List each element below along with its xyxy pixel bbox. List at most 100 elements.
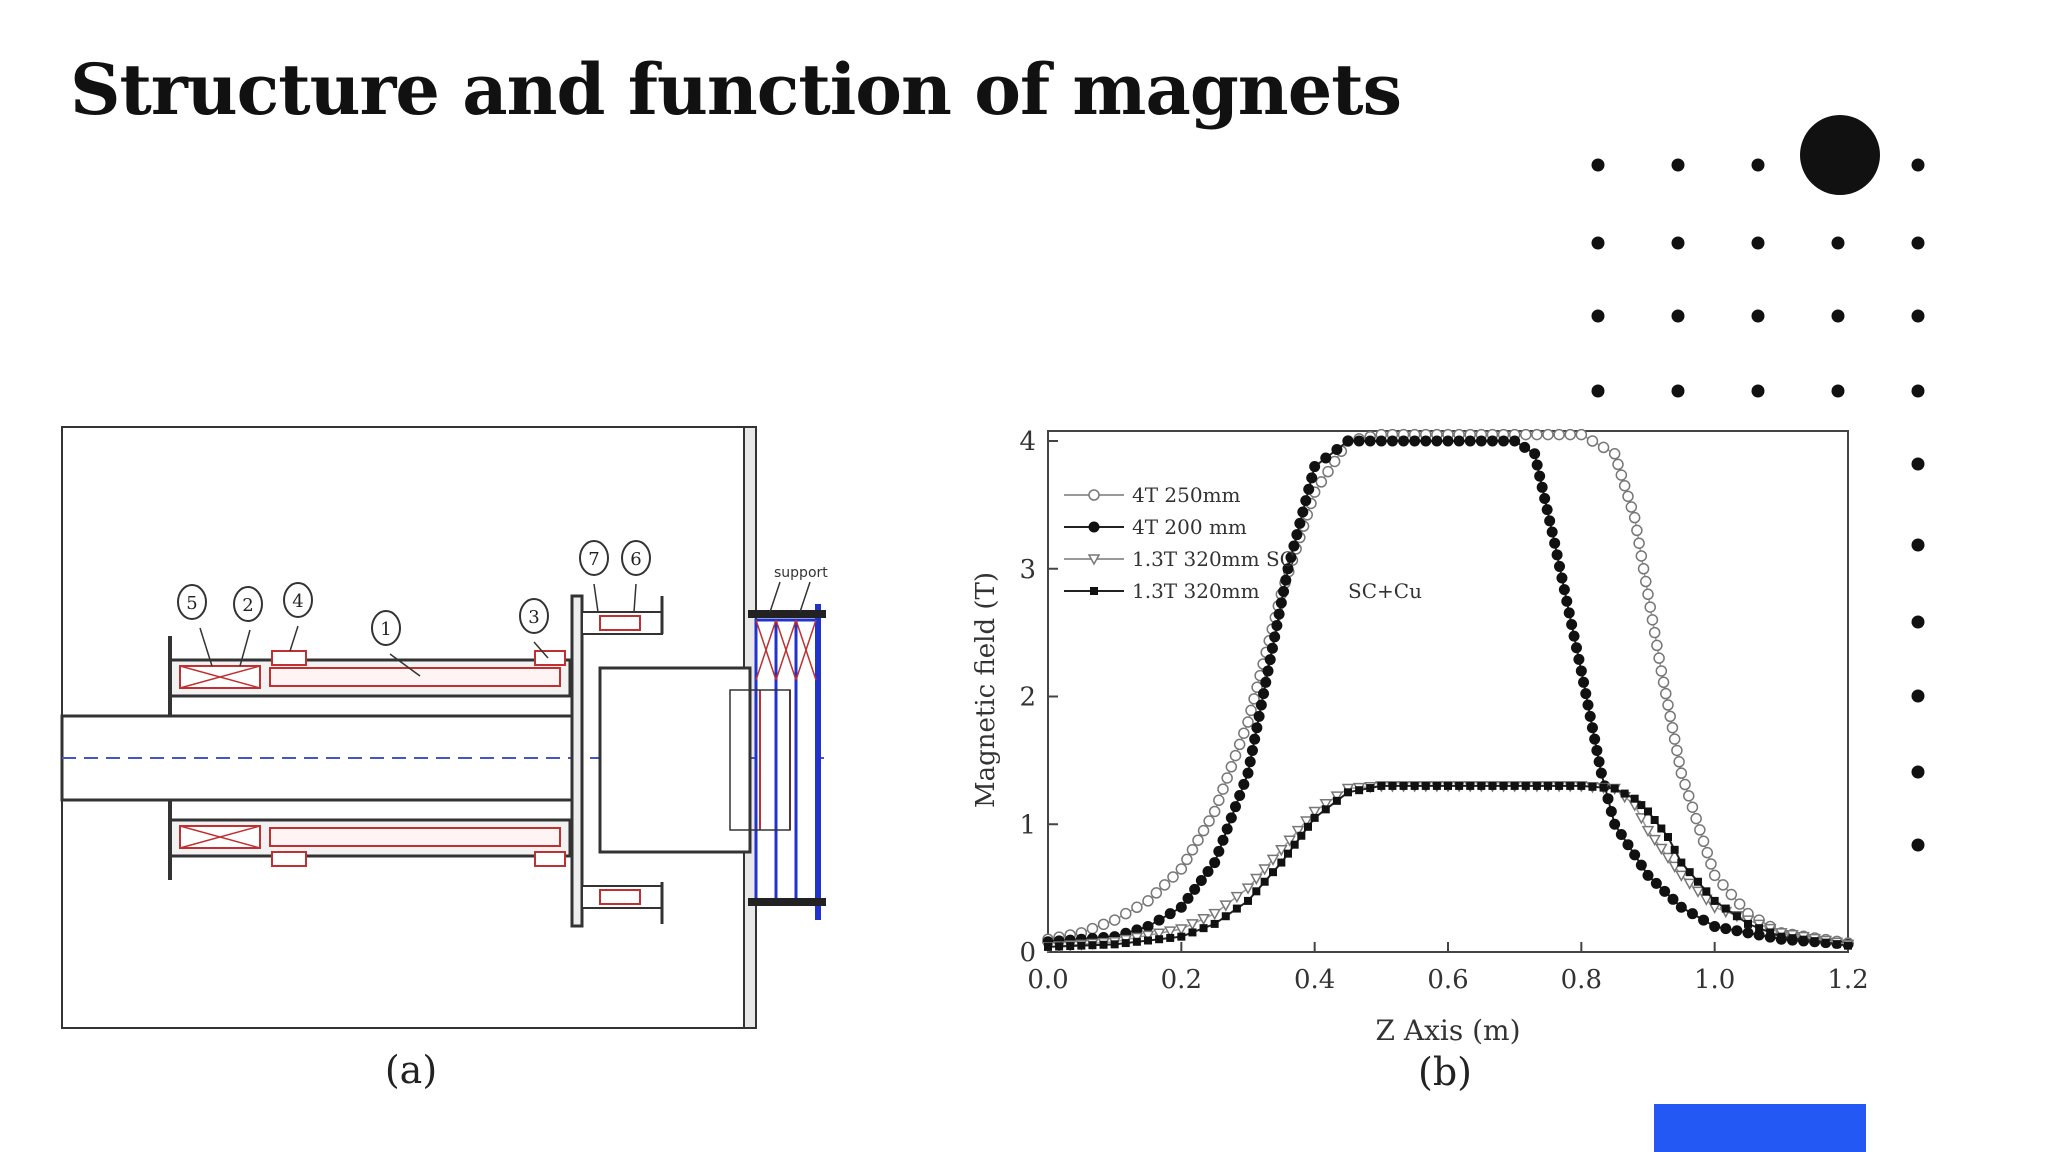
data-point bbox=[1541, 504, 1553, 516]
data-point bbox=[1597, 441, 1610, 454]
data-point bbox=[1453, 435, 1465, 447]
data-point bbox=[1175, 924, 1188, 936]
data-point bbox=[1353, 435, 1365, 447]
data-point bbox=[1650, 877, 1662, 889]
data-point bbox=[1733, 898, 1746, 910]
grid-dot bbox=[1911, 158, 1925, 172]
callout-circle bbox=[519, 598, 549, 634]
grid-dot bbox=[1831, 309, 1845, 323]
data-point bbox=[1615, 469, 1628, 481]
data-point bbox=[1549, 537, 1561, 549]
data-point bbox=[1832, 940, 1841, 949]
data-point bbox=[1640, 575, 1652, 588]
callout-leader bbox=[389, 653, 421, 677]
data-point bbox=[1271, 620, 1283, 632]
data-point bbox=[1605, 805, 1617, 817]
data-point bbox=[1304, 822, 1312, 831]
data-point bbox=[1635, 859, 1647, 871]
data-point bbox=[1742, 927, 1754, 939]
data-point bbox=[1679, 778, 1691, 791]
large-dot bbox=[1800, 115, 1880, 195]
data-point bbox=[1244, 896, 1252, 905]
legend-marker bbox=[1088, 521, 1100, 533]
data-point bbox=[1464, 435, 1476, 447]
data-point bbox=[1575, 665, 1587, 677]
data-point bbox=[1242, 716, 1254, 728]
data-point bbox=[1209, 857, 1221, 869]
data-point bbox=[1229, 749, 1242, 762]
data-point bbox=[1308, 806, 1321, 819]
data-point bbox=[1166, 933, 1175, 942]
data-point bbox=[1203, 815, 1215, 827]
data-point bbox=[1810, 937, 1819, 946]
data-point bbox=[1628, 511, 1641, 524]
data-point bbox=[1291, 825, 1305, 838]
data-point bbox=[1635, 550, 1648, 562]
data-point bbox=[1309, 461, 1321, 473]
data-point bbox=[1591, 744, 1603, 756]
data-point bbox=[1486, 435, 1498, 447]
grid-dot bbox=[1671, 309, 1685, 323]
data-point bbox=[1531, 428, 1543, 441]
data-point bbox=[1251, 722, 1263, 734]
data-point bbox=[1330, 791, 1344, 803]
grid-dot bbox=[1751, 384, 1765, 398]
legend-marker bbox=[1090, 587, 1098, 595]
data-point bbox=[1230, 891, 1244, 904]
data-point bbox=[1278, 585, 1290, 597]
data-point bbox=[1077, 941, 1086, 950]
x-axis-label: Z Axis (m) bbox=[1376, 1014, 1521, 1047]
data-point bbox=[1409, 435, 1421, 447]
data-point bbox=[1144, 936, 1152, 945]
callout-number-1: 1 bbox=[380, 619, 391, 640]
data-point bbox=[1431, 435, 1443, 447]
data-point bbox=[1266, 854, 1280, 866]
data-point bbox=[1285, 551, 1297, 563]
data-point bbox=[1720, 923, 1732, 935]
data-point bbox=[1668, 733, 1681, 745]
data-point bbox=[1189, 883, 1201, 895]
grid-dot bbox=[1911, 838, 1925, 852]
data-point bbox=[1319, 799, 1333, 811]
data-point bbox=[1248, 693, 1260, 705]
data-point bbox=[1388, 781, 1397, 790]
data-point bbox=[1252, 887, 1261, 896]
data-point bbox=[1580, 688, 1592, 700]
upper-coil-winding bbox=[269, 667, 561, 687]
data-point bbox=[1310, 813, 1319, 822]
data-point bbox=[1152, 928, 1166, 940]
grid-dot bbox=[1911, 765, 1925, 779]
data-point bbox=[1421, 781, 1430, 790]
data-point bbox=[1677, 858, 1686, 867]
data-point bbox=[1488, 781, 1497, 790]
data-point bbox=[1280, 574, 1292, 586]
y-tick-label: 1 bbox=[1019, 810, 1036, 840]
callout-number-6: 6 bbox=[630, 549, 641, 570]
data-point bbox=[1258, 864, 1271, 876]
callout-leader bbox=[239, 629, 251, 667]
data-point bbox=[1181, 853, 1193, 866]
data-point bbox=[1132, 937, 1141, 946]
data-point bbox=[1659, 885, 1671, 897]
series-layer bbox=[1041, 428, 1855, 954]
data-point bbox=[1225, 812, 1237, 824]
data-point bbox=[1702, 887, 1711, 896]
data-point bbox=[1554, 560, 1566, 572]
data-point bbox=[1245, 704, 1257, 717]
plot-area bbox=[1047, 430, 1849, 953]
caption-b: (b) bbox=[1418, 1050, 1472, 1094]
callout-circle bbox=[579, 540, 609, 576]
data-point bbox=[1321, 805, 1330, 814]
end-block bbox=[598, 666, 752, 854]
data-point bbox=[1300, 816, 1313, 828]
data-point bbox=[1701, 846, 1714, 859]
data-point bbox=[1221, 772, 1233, 784]
data-point bbox=[1637, 801, 1646, 810]
data-point bbox=[1577, 781, 1586, 790]
data-point bbox=[1744, 919, 1752, 928]
data-point bbox=[1264, 654, 1276, 666]
data-point bbox=[1630, 794, 1639, 803]
data-point bbox=[1788, 934, 1797, 943]
